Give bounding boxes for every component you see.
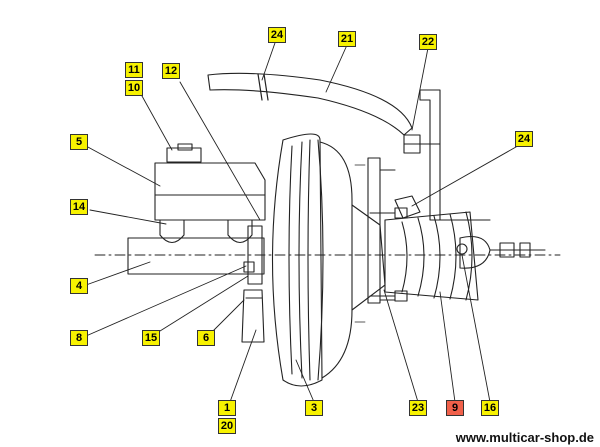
callout-9[interactable]: 9 — [446, 400, 464, 416]
mounting-flange — [247, 225, 263, 285]
reservoir-nipple-left — [159, 219, 185, 244]
mounting-bracket — [354, 89, 491, 323]
callout-12[interactable]: 12 — [162, 63, 180, 79]
leader-lines — [85, 39, 524, 403]
reservoir-nipple-right — [227, 219, 253, 244]
callout-24-top[interactable]: 24 — [268, 27, 286, 43]
callout-22[interactable]: 22 — [419, 34, 437, 50]
callout-21[interactable]: 21 — [338, 31, 356, 47]
pushrod-clevis — [456, 235, 546, 269]
bellows-boot — [384, 211, 479, 301]
callout-16[interactable]: 16 — [481, 400, 499, 416]
reservoir — [154, 143, 266, 221]
watermark-text: www.multicar-shop.de — [455, 430, 594, 445]
callout-15[interactable]: 15 — [142, 330, 160, 346]
callout-23[interactable]: 23 — [409, 400, 427, 416]
callout-1[interactable]: 1 — [218, 400, 236, 416]
check-valve — [394, 195, 421, 219]
callout-14[interactable]: 14 — [70, 199, 88, 215]
vacuum-hose — [207, 72, 413, 136]
bracket-lower — [241, 289, 265, 343]
callout-8[interactable]: 8 — [70, 330, 88, 346]
callout-4[interactable]: 4 — [70, 278, 88, 294]
callout-11[interactable]: 11 — [125, 62, 143, 78]
booster-housing — [271, 133, 353, 387]
callout-6[interactable]: 6 — [197, 330, 215, 346]
callout-3[interactable]: 3 — [305, 400, 323, 416]
callout-5[interactable]: 5 — [70, 134, 88, 150]
studs — [369, 134, 441, 302]
master-cylinder-body — [127, 237, 265, 275]
hose-clamp — [257, 73, 269, 101]
callout-20[interactable]: 20 — [218, 418, 236, 434]
seal-ring — [243, 261, 255, 273]
callout-24-right[interactable]: 24 — [515, 131, 533, 147]
callout-10[interactable]: 10 — [125, 80, 143, 96]
